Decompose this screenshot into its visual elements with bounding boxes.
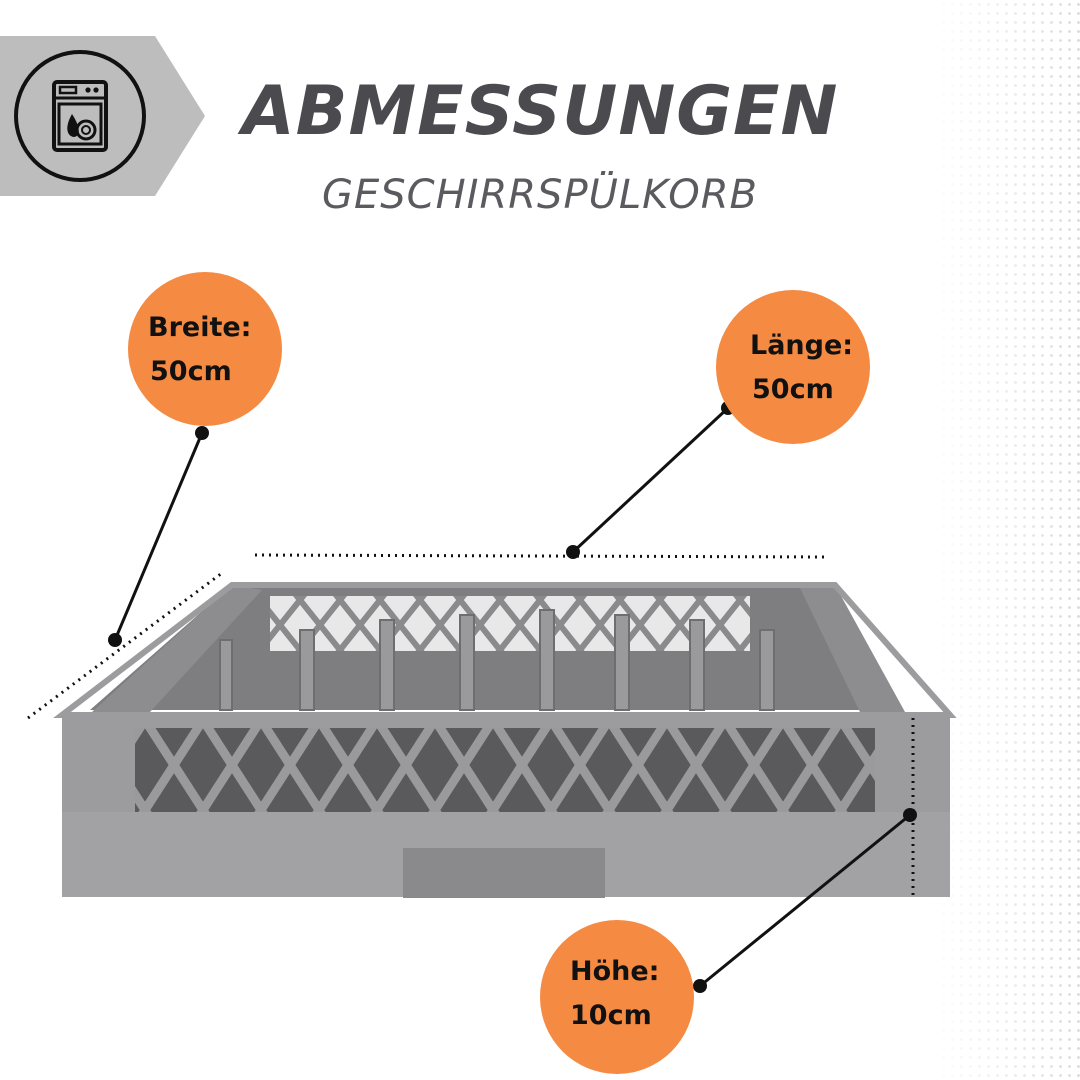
rack-left-wall xyxy=(92,585,262,712)
height-value: 10cm xyxy=(570,1000,652,1031)
length-label: Länge: xyxy=(750,330,854,361)
dishwasher-icon xyxy=(14,50,146,182)
length-pointer-line xyxy=(571,406,730,554)
page-title: ABMESSUNGEN xyxy=(242,72,839,151)
height-badge: Höhe: 10cm xyxy=(540,920,694,1074)
halftone-pattern xyxy=(930,0,1080,1080)
rack-handle xyxy=(403,848,605,898)
length-value: 50cm xyxy=(752,374,834,405)
width-badge: Breite: 50cm xyxy=(128,272,282,426)
rack-front-lattice xyxy=(135,728,875,813)
height-pointer-line xyxy=(699,813,911,988)
length-dotted-line xyxy=(254,553,826,559)
height-label: Höhe: xyxy=(570,956,660,987)
length-badge: Länge: 50cm xyxy=(716,290,870,444)
rack-right-wall xyxy=(800,585,905,712)
width-label: Breite: xyxy=(148,312,252,343)
rack-back-lattice xyxy=(270,596,750,651)
width-pointer-line xyxy=(113,432,204,641)
rack-pegs xyxy=(219,609,775,711)
width-value: 50cm xyxy=(150,356,232,387)
rack-rim xyxy=(53,582,957,718)
page-subtitle: GESCHIRRSPÜLKORB xyxy=(322,172,758,218)
